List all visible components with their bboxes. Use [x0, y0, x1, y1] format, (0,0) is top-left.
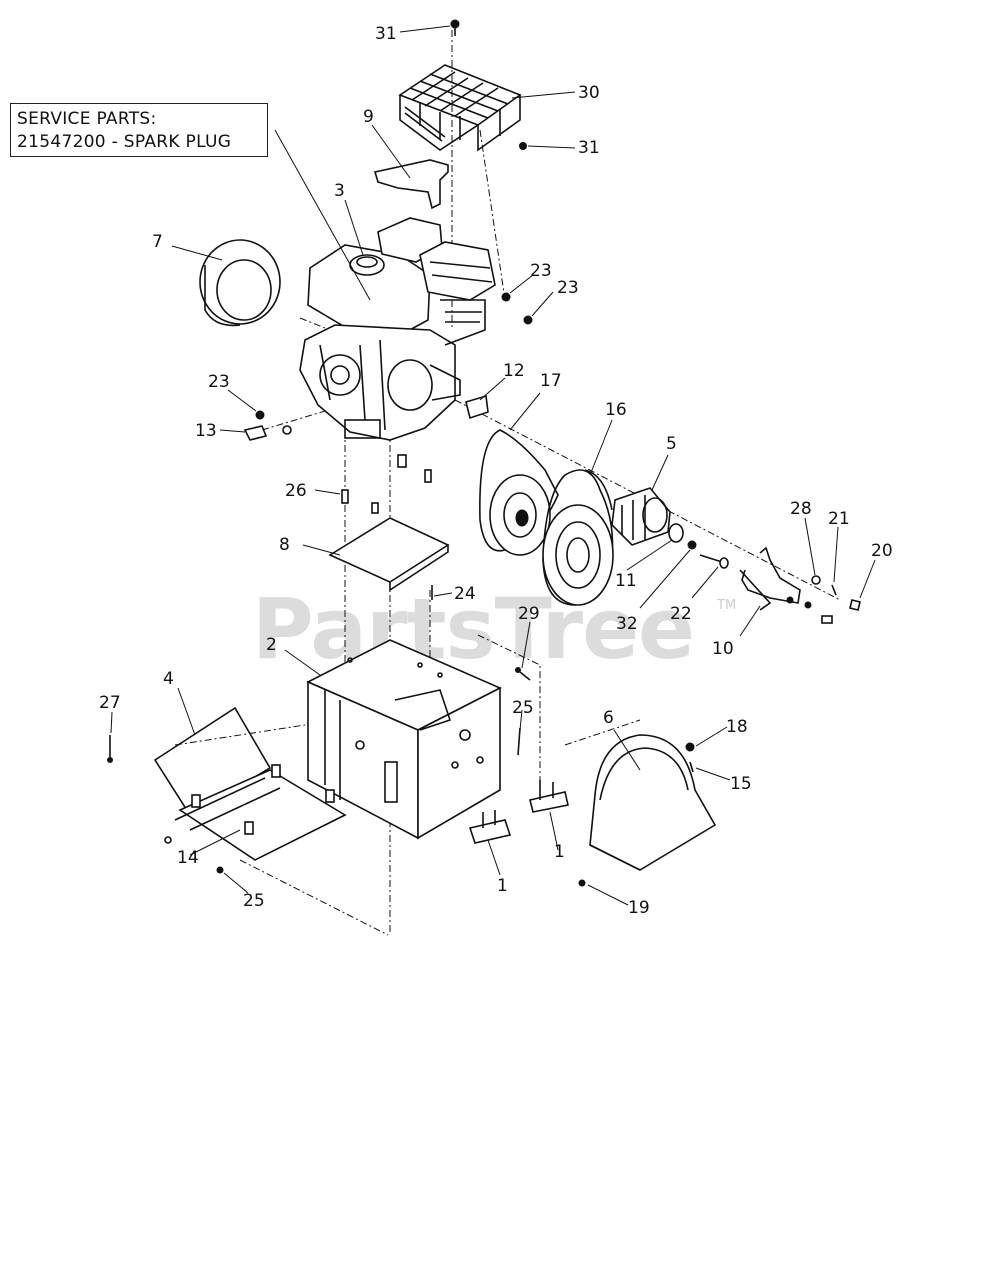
part-4-skid-plate[interactable] [153, 706, 347, 861]
callout-labels: 31 30 31 9 3 7 23 23 23 13 12 17 16 5 26… [99, 24, 893, 918]
callout-18: 18 [726, 717, 748, 737]
part-23-nut-right-lower[interactable] [523, 315, 533, 325]
part-25-screw-left[interactable] [216, 866, 224, 874]
part-32-nut[interactable] [687, 540, 697, 550]
callout-26: 26 [285, 481, 307, 501]
callout-19: 19 [628, 898, 650, 918]
callout-15: 15 [730, 774, 752, 794]
callout-29: 29 [518, 604, 540, 624]
callout-31-top: 31 [375, 24, 397, 44]
callout-23-lower: 23 [557, 278, 579, 298]
callout-32: 32 [616, 614, 638, 634]
callout-1-right: 1 [554, 842, 565, 862]
callout-23-left: 23 [208, 372, 230, 392]
callout-25-right: 25 [512, 698, 534, 718]
callout-17: 17 [540, 371, 562, 391]
leader-lines [110, 25, 876, 906]
watermark-trademark: TM [717, 598, 737, 613]
callout-30: 30 [578, 83, 600, 103]
callout-25-left: 25 [243, 891, 265, 911]
part-17-drive-pulley[interactable] [479, 429, 559, 556]
part-23-nut-left[interactable] [255, 410, 265, 420]
part-5-pulley-hub[interactable] [611, 487, 671, 546]
part-15-screw[interactable] [689, 761, 694, 773]
part-20-screw[interactable] [849, 599, 861, 611]
service-parts-box: SERVICE PARTS: 21547200 - SPARK PLUG [10, 103, 268, 157]
part-1-bracket-left[interactable] [468, 810, 512, 844]
part-7-ring-shield[interactable] [199, 239, 281, 327]
callout-28: 28 [790, 499, 812, 519]
part-18-nut[interactable] [685, 742, 695, 752]
callout-16: 16 [605, 400, 627, 420]
callout-2: 2 [266, 635, 277, 655]
part-23-nut-right-upper[interactable] [501, 292, 511, 302]
part-12-key[interactable] [465, 394, 489, 420]
callout-13: 13 [195, 421, 217, 441]
part-27-screw[interactable] [107, 735, 113, 763]
callout-6: 6 [603, 708, 614, 728]
part-26-stud[interactable] [341, 489, 379, 514]
part-6-belt-cover[interactable] [589, 734, 717, 871]
callout-10: 10 [712, 639, 734, 659]
part-8-mounting-plate[interactable] [328, 517, 450, 592]
part-19-screw[interactable] [578, 879, 586, 887]
part-1-bracket-right[interactable] [529, 780, 569, 813]
callout-20: 20 [871, 541, 893, 561]
callout-11: 11 [615, 571, 637, 591]
callout-7: 7 [152, 232, 163, 252]
callout-9: 9 [363, 107, 374, 127]
part-14-bolt[interactable] [164, 836, 172, 844]
callout-8: 8 [279, 535, 290, 555]
callout-31-side: 31 [578, 138, 600, 158]
part-3-engine[interactable] [299, 217, 496, 483]
callout-21: 21 [828, 509, 850, 529]
part-25-screw-right[interactable] [517, 727, 521, 756]
part-11-washer[interactable] [668, 523, 684, 543]
callout-3: 3 [334, 181, 345, 201]
part-22-bolt[interactable] [699, 554, 729, 569]
callout-27: 27 [99, 693, 121, 713]
part-10-guide-rod[interactable] [739, 546, 833, 624]
part-2-frame-housing[interactable] [306, 639, 502, 840]
callout-5: 5 [666, 434, 677, 454]
part-28-clip[interactable] [811, 575, 821, 585]
callout-24: 24 [454, 584, 476, 604]
callout-12: 12 [503, 361, 525, 381]
callout-4: 4 [163, 669, 174, 689]
part-31-top-screw[interactable] [450, 19, 460, 36]
callout-1-left: 1 [497, 876, 508, 896]
part-16-large-pulley[interactable] [542, 469, 614, 606]
callout-22: 22 [670, 604, 692, 624]
callout-14: 14 [177, 848, 199, 868]
part-21-pin[interactable] [831, 584, 837, 596]
part-30-cage-guard[interactable] [398, 64, 522, 152]
part-9-bracket[interactable] [373, 159, 449, 210]
part-29-bolt[interactable] [515, 667, 531, 681]
part-13-clip[interactable] [243, 425, 292, 441]
service-parts-title: SERVICE PARTS: [17, 109, 157, 129]
part-31-side-screw[interactable] [519, 142, 527, 150]
callout-23-upper: 23 [530, 261, 552, 281]
service-parts-spark-plug: 21547200 - SPARK PLUG [17, 132, 232, 152]
